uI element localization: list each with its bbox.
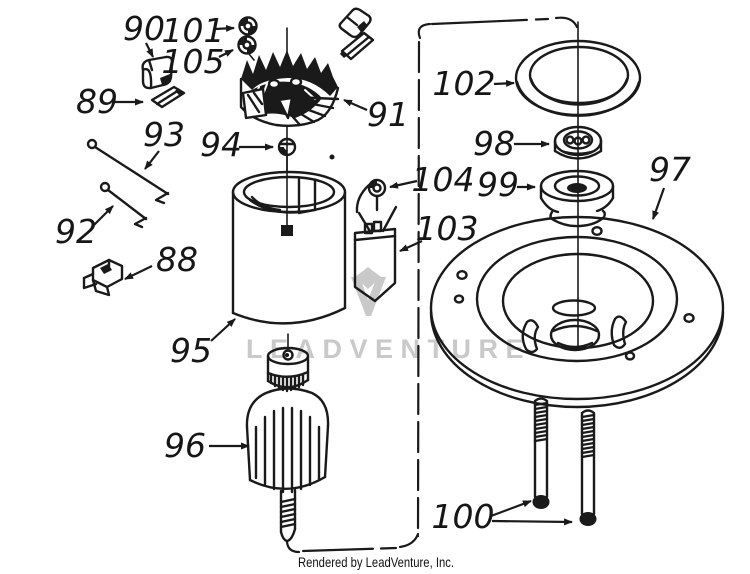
part-label-94: 94 (200, 125, 242, 164)
part-label-88: 88 (156, 240, 198, 279)
nut-104-drawing (355, 178, 387, 214)
footer-credit: Rendered by LeadVenture, Inc. (298, 554, 454, 570)
brush-holder-right-drawing (338, 7, 372, 39)
nut-94-drawing (277, 137, 297, 157)
part-label-101: 101 (162, 11, 225, 50)
part-label-98: 98 (473, 124, 515, 163)
stator-drawing (231, 170, 347, 325)
armature-drawing (245, 346, 330, 543)
part-label-93: 93 (143, 115, 185, 154)
part-label-105: 105 (162, 42, 225, 81)
brush-right-drawing (340, 31, 375, 61)
part-label-95: 95 (170, 331, 212, 370)
spring-92-drawing (99, 181, 148, 229)
leader-arrows (92, 24, 666, 526)
part-label-104: 104 (412, 160, 475, 199)
detail-boundary-dashed-line (285, 16, 579, 554)
bolts-100-drawing (532, 397, 597, 526)
fan-drawing (239, 50, 340, 160)
nut-105-drawing (237, 35, 257, 55)
part-label-92: 92 (55, 212, 97, 251)
part-label-97: 97 (649, 150, 691, 189)
part-label-99: 99 (477, 165, 519, 204)
spring-93-drawing (86, 138, 170, 205)
capacitor-103-drawing (353, 205, 398, 303)
part-label-100: 100 (432, 497, 495, 536)
watermark-logo-diamond (355, 267, 381, 289)
ring-102-drawing (514, 39, 642, 117)
bearing-98-drawing (553, 125, 603, 160)
part-label-96: 96 (164, 426, 206, 465)
part-labels: 90 101 105 89 93 94 91 92 88 95 96 102 9… (55, 9, 691, 536)
nut-101-drawing (238, 16, 258, 36)
terminal-88-drawing (82, 258, 124, 297)
mounting-plate-drawing (429, 215, 725, 409)
part-label-103: 103 (416, 209, 479, 248)
brush-left-drawing (150, 85, 186, 109)
part-label-89: 89 (76, 82, 118, 121)
watermark-logo-v (351, 277, 386, 316)
part-label-102: 102 (433, 64, 496, 103)
part-label-91: 91 (367, 95, 409, 134)
brush-holder-left-drawing (141, 55, 174, 90)
part-label-90: 90 (123, 9, 165, 48)
